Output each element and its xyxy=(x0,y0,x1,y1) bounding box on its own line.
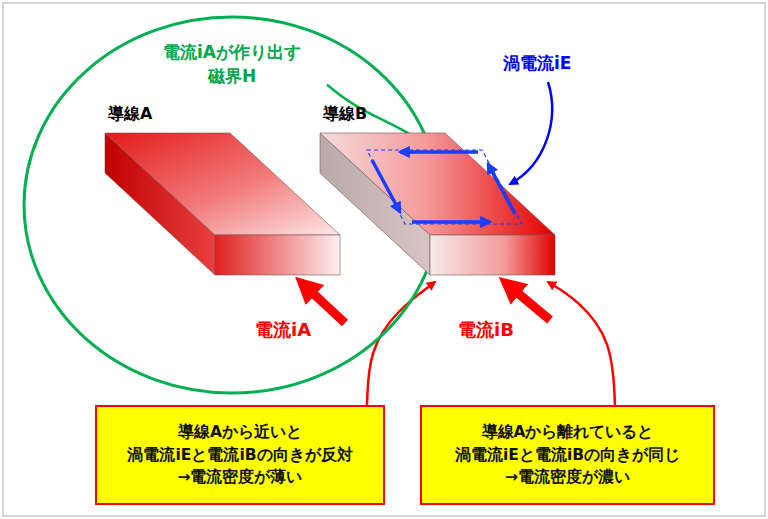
eddy-arrow xyxy=(400,150,478,154)
eddy-arrow xyxy=(412,220,490,224)
field-label: 電流iAが作り出す磁界H xyxy=(22,41,442,89)
conductor-a: 導線A xyxy=(100,100,350,280)
conductor-b: 導線B xyxy=(315,100,565,280)
conductor-b-shape xyxy=(315,100,565,280)
conductor-label: 導線B xyxy=(323,104,367,125)
conductor-a-shape xyxy=(100,100,350,280)
current-label: 電流iA xyxy=(255,318,311,342)
current-arrow-b xyxy=(507,284,550,320)
eddy-loop xyxy=(367,150,522,224)
top-face xyxy=(320,133,555,235)
leader-arrow xyxy=(548,282,615,405)
current-label: 電流iB xyxy=(458,318,514,342)
frame xyxy=(3,3,765,516)
eddy-current-label: 渦電流iE xyxy=(503,52,571,75)
callout-box: 導線Aから近いと渦電流iEと電流iBの向きが反対→電流密度が薄い xyxy=(95,405,385,505)
eddy-leader xyxy=(510,82,552,184)
front-face xyxy=(430,235,555,275)
eddy-arrow xyxy=(372,160,400,212)
top-face xyxy=(105,133,340,235)
callout-box: 導線Aから離れていると渦電流iEと電流iBの向きが同じ→電流密度が濃い xyxy=(420,405,715,505)
conductor-label: 導線A xyxy=(108,104,152,125)
eddy-arrow xyxy=(488,164,515,214)
current-arrow-a xyxy=(303,284,345,323)
callout-text: 導線Aから近いと渦電流iEと電流iBの向きが反対→電流密度が薄い xyxy=(127,421,352,488)
callout-text: 導線Aから離れていると渦電流iEと電流iBの向きが同じ→電流密度が濃い xyxy=(455,421,680,488)
front-face xyxy=(215,235,340,275)
leader-arrow xyxy=(367,282,435,405)
